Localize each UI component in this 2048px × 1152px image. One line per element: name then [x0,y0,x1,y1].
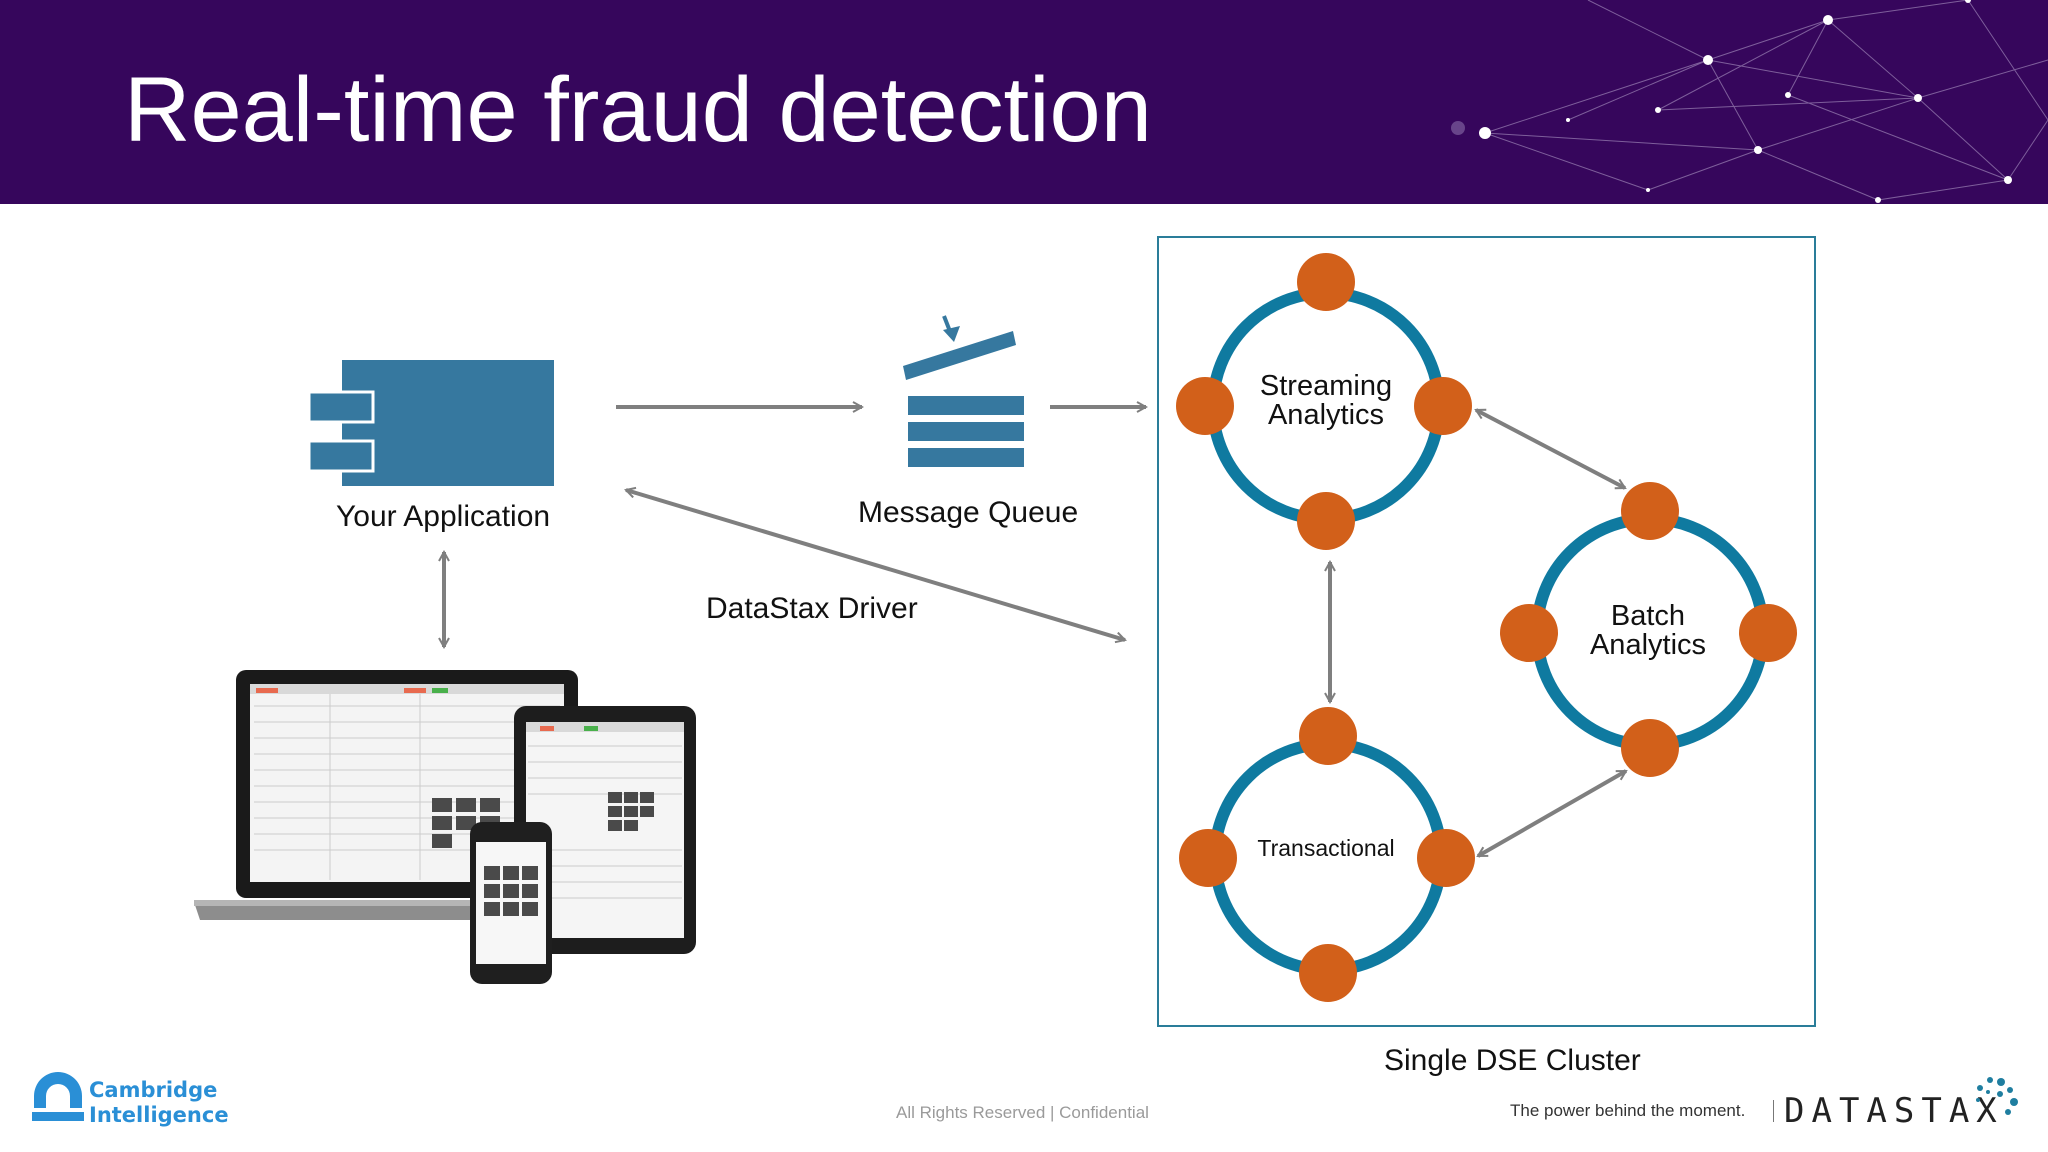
your-application-label: Your Application [336,500,551,533]
batch-analytics-node [1500,482,1797,777]
cluster-box [1157,236,1816,1027]
message-queue-icon [903,315,1024,467]
arrow-batch-transactional [1478,769,1626,858]
single-dse-cluster-label: Single DSE Cluster [1384,1044,1641,1077]
slide-title: Real-time fraud detection [124,59,1152,161]
cambridge-intelligence-logo-icon [32,1072,84,1121]
footer-divider [1773,1100,1774,1122]
datastax-logo-dots-icon [1976,1077,2018,1115]
datastax-logo-text: DATASTAX [1784,1091,2004,1131]
arrow-streaming-batch [1476,408,1625,490]
network-graphic-icon [1451,0,2048,203]
devices-image [194,670,696,984]
arrow-driver [626,490,1125,640]
batch-analytics-label: Batch Analytics [1589,600,1707,661]
datastax-driver-label: DataStax Driver [706,592,918,625]
header-banner: Real-time fraud detection [0,0,2048,204]
cambridge-intelligence-text: Cambridge Intelligence [89,1078,229,1127]
streaming-analytics-label: Streaming Analytics [1259,370,1393,431]
confidential-notice: All Rights Reserved | Confidential [896,1103,1149,1122]
application-component-icon [307,360,554,486]
message-queue-label: Message Queue [858,496,1079,529]
datastax-tagline: The power behind the moment. [1510,1101,1746,1120]
transactional-node [1179,707,1475,1002]
streaming-analytics-node [1176,253,1472,550]
transactional-label: Transactional [1257,835,1395,861]
